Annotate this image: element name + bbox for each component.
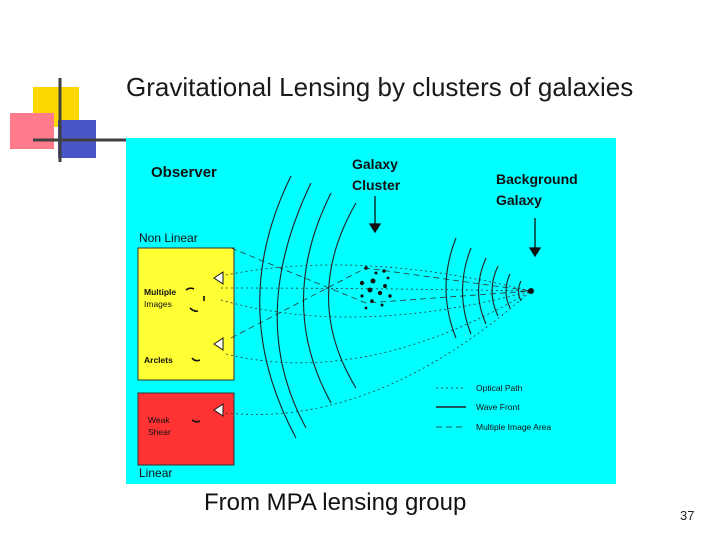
arclets-label: Arclets — [144, 355, 173, 365]
multiple-images-panel — [137, 247, 235, 381]
galaxy-cluster — [359, 266, 392, 310]
legend-optical-path: Optical Path — [476, 383, 523, 393]
lensed-image-marks — [185, 287, 205, 423]
legend-wave-front: Wave Front — [476, 402, 520, 412]
background-label-line1: Background — [496, 171, 578, 187]
observer-label: Observer — [151, 164, 217, 181]
slide-title: Gravitational Lensing by clusters of gal… — [126, 72, 634, 102]
observer-eye-icons — [213, 271, 224, 417]
lensing-diagram: Observer Galaxy Cluster Background Galax… — [126, 138, 616, 484]
legend-multiple-image-area: Multiple Image Area — [476, 422, 551, 432]
corner-decoration — [10, 78, 130, 162]
deco-pink-block — [10, 113, 54, 149]
background-label-line2: Galaxy — [496, 192, 542, 208]
weak-shear-line2: Shear — [148, 427, 171, 437]
linear-label: Linear — [139, 466, 172, 480]
multiple-images-line2: Images — [144, 299, 172, 309]
page-number: 37 — [680, 508, 695, 523]
multiple-images-line1: Multiple — [144, 287, 176, 297]
background-galaxy-dot — [528, 288, 534, 294]
cluster-label-line1: Galaxy — [352, 156, 398, 172]
weak-shear-line1: Weak — [148, 415, 170, 425]
wave-fronts — [259, 175, 522, 439]
figure-caption: From MPA lensing group — [204, 489, 467, 516]
label-arrows — [368, 196, 542, 258]
cluster-label-line2: Cluster — [352, 177, 401, 193]
weak-shear-panel — [137, 392, 235, 466]
non-linear-label: Non Linear — [139, 231, 198, 245]
legend-lines — [436, 387, 466, 428]
